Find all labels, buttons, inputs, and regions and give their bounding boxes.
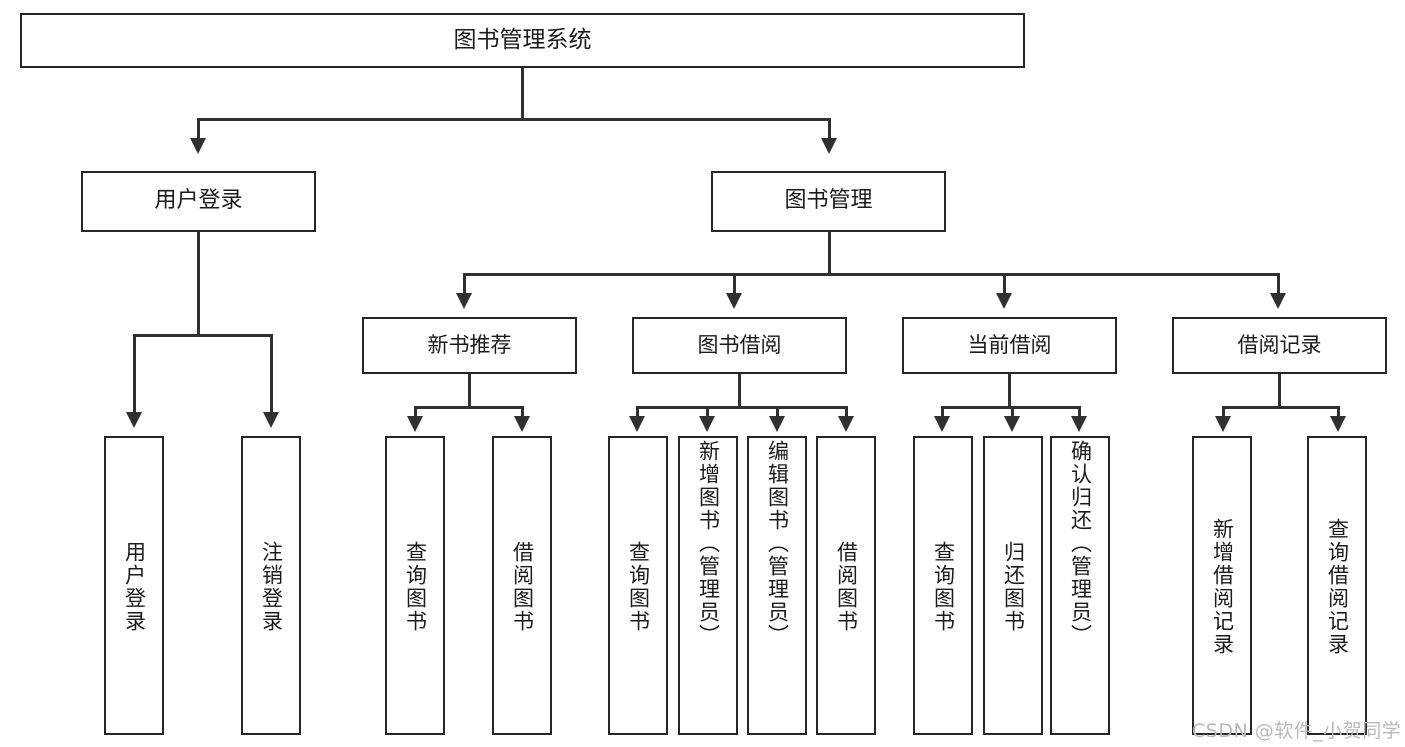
node-label: 借阅图书 [510,540,535,633]
connector-record-bus [1222,406,1340,409]
leaf-borrow-borrow-book[interactable]: 借阅图书 [816,436,876,735]
connector-user-login-child-2 [270,334,273,414]
connector-root-to-user-login [197,118,200,140]
arrowhead-leaf-logout [263,412,279,428]
leaf-borrow-add-book[interactable]: 新增图书（管理员） [678,436,738,735]
connector-user-login-stem [197,232,200,337]
connector-borrow-child-2 [706,406,709,418]
node-label: 查询图书 [931,540,956,633]
arrowhead-book-borrow [726,293,742,309]
leaf-borrow-edit-book[interactable]: 编辑图书（管理员） [747,436,807,735]
leaf-current-query-book[interactable]: 查询图书 [913,436,973,735]
connector-recommend-child-2 [521,406,524,418]
leaf-borrow-query-book[interactable]: 查询图书 [608,436,668,735]
node-new-book-recommend[interactable]: 新书推荐 [362,317,577,374]
node-label: 新增借阅记录 [1210,517,1235,656]
node-label: 图书管理系统 [453,26,592,53]
connector-current-child-2 [1011,406,1014,418]
node-label: 查询图书 [403,540,428,633]
node-book-management[interactable]: 图书管理 [711,171,946,232]
connector-current-child-1 [941,406,944,418]
arrowhead-leaf-user-login [126,412,142,428]
connector-borrow-child-3 [776,406,779,418]
arrowhead-user-login [190,138,206,154]
arrowhead-record-query-record [1330,416,1346,432]
arrowhead-borrow-edit-book [769,416,785,432]
leaf-current-return-book[interactable]: 归还图书 [983,436,1043,735]
node-label: 归还图书 [1001,540,1026,633]
node-label: 确认归还（管理员） [1068,440,1093,647]
arrowhead-current-borrow [996,293,1012,309]
node-user-login[interactable]: 用户登录 [81,171,316,232]
node-label: 查询借阅记录 [1325,517,1350,656]
node-label: 借阅记录 [1237,332,1322,357]
arrowhead-new-book-recommend [456,293,472,309]
node-label: 用户登录 [154,188,243,214]
connector-current-stem [1008,374,1011,408]
arrowhead-borrow-query-book [629,416,645,432]
leaf-recommend-borrow-book[interactable]: 借阅图书 [492,436,552,735]
leaf-current-confirm-return[interactable]: 确认归还（管理员） [1050,436,1110,735]
leaf-record-query-record[interactable]: 查询借阅记录 [1307,436,1367,735]
node-label: 当前借阅 [967,332,1052,357]
arrowhead-recommend-query-book [407,416,423,432]
connector-book-mgmt-child-1 [463,273,466,295]
leaf-recommend-query-book[interactable]: 查询图书 [385,436,445,735]
node-borrow-record[interactable]: 借阅记录 [1172,317,1387,374]
node-label: 图书借阅 [697,332,782,357]
connector-record-child-1 [1222,406,1225,418]
leaf-user-login[interactable]: 用户登录 [104,436,164,735]
arrowhead-borrow-record [1270,293,1286,309]
connector-borrow-child-1 [636,406,639,418]
connector-root-to-book-mgmt [828,118,831,140]
leaf-record-add-record[interactable]: 新增借阅记录 [1192,436,1252,735]
connector-user-login-bus [133,334,273,337]
arrowhead-borrow-add-book [699,416,715,432]
connector-book-mgmt-child-2 [733,273,736,295]
arrowhead-current-confirm-return [1071,416,1087,432]
node-label: 借阅图书 [834,540,859,633]
node-label: 新增图书（管理员） [696,440,721,647]
connector-user-login-child-1 [133,334,136,414]
connector-book-mgmt-child-3 [1003,273,1006,295]
connector-borrow-bus [636,406,848,409]
arrowhead-record-add-record [1215,416,1231,432]
connector-book-mgmt-bus [463,273,1280,276]
connector-current-child-3 [1078,406,1081,418]
leaf-logout[interactable]: 注销登录 [241,436,301,735]
connector-record-stem [1278,374,1281,408]
connector-borrow-stem [738,374,741,408]
connector-borrow-child-4 [845,406,848,418]
node-label: 图书管理 [784,188,873,214]
connector-book-mgmt-child-4 [1277,273,1280,295]
node-label: 查询图书 [626,540,651,633]
connector-record-child-2 [1337,406,1340,418]
connector-root-bus [197,118,831,121]
arrowhead-current-query-book [934,416,950,432]
node-label: 新书推荐 [427,332,512,357]
node-root-system[interactable]: 图书管理系统 [20,13,1025,68]
node-book-borrow[interactable]: 图书借阅 [632,317,847,374]
node-label: 编辑图书（管理员） [765,440,790,647]
node-label: 用户登录 [122,540,147,633]
node-current-borrow[interactable]: 当前借阅 [902,317,1117,374]
arrowhead-current-return-book [1004,416,1020,432]
connector-recommend-child-1 [414,406,417,418]
arrowhead-borrow-borrow-book [838,416,854,432]
connector-root-stem [521,68,524,120]
node-label: 注销登录 [259,540,284,633]
connector-book-mgmt-stem [828,232,831,275]
arrowhead-recommend-borrow-book [514,416,530,432]
arrowhead-book-mgmt [821,138,837,154]
connector-recommend-stem [468,374,471,408]
connector-recommend-bus [414,406,524,409]
